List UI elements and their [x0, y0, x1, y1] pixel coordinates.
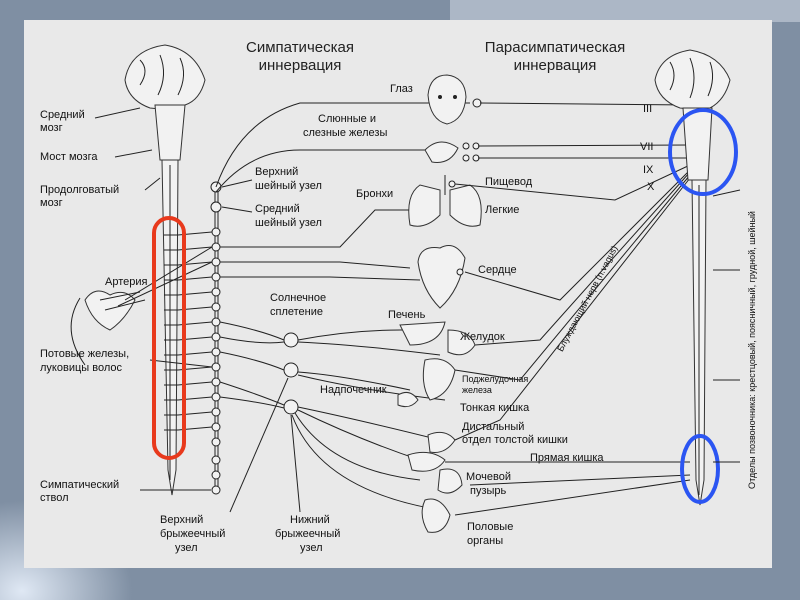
- label-sup-cervical-2: шейный узел: [255, 180, 322, 192]
- artery-illustration: [84, 290, 146, 331]
- label-sweat-glands-2: луковицы волос: [40, 362, 122, 374]
- chain-ganglia: [210, 181, 222, 495]
- cardiac-ganglion: [456, 268, 464, 276]
- label-cranial-III: III: [643, 103, 652, 115]
- label-sympathetic-trunk-2: ствол: [40, 492, 69, 504]
- eye-head-illustration: [427, 74, 467, 125]
- label-genitals-2: органы: [467, 535, 503, 547]
- title-parasympathetic-line1: Парасимпатическая: [485, 39, 625, 56]
- right-spinal-cord: [691, 179, 707, 506]
- label-distal-colon-2: отдел толстой кишки: [462, 434, 568, 446]
- parasympathetic-fibers: [454, 102, 691, 516]
- label-midbrain-1: Средний: [40, 109, 85, 121]
- red-highlight-ellipse: [152, 216, 186, 460]
- rectum-illustration: [407, 451, 446, 472]
- liver-stomach-illustration: [399, 321, 476, 356]
- label-cranial-VII: VII: [640, 141, 653, 153]
- pointer-sup-cervical: [221, 179, 253, 188]
- fiber-to-artery: [124, 246, 213, 301]
- label-glands-1: Слюнные и: [318, 113, 376, 125]
- label-celiac-2: сплетение: [270, 306, 323, 318]
- label-small-intestine: Тонкая кишка: [460, 402, 530, 414]
- pointer-midbrain: [94, 107, 141, 119]
- label-sweat-glands-1: Потовые железы,: [40, 348, 129, 360]
- title-sympathetic-line2: иннервация: [259, 57, 342, 74]
- label-pons: Мост мозга: [40, 151, 98, 163]
- label-artery: Артерия: [105, 276, 148, 288]
- label-inf-mesenteric-3: узел: [300, 542, 323, 554]
- ciliary-ganglion: [472, 98, 482, 108]
- blue-highlight-sacral: [680, 434, 720, 504]
- fibers-to-prevertebral: [219, 321, 285, 409]
- label-cranial-IX: IX: [643, 164, 654, 176]
- label-bladder-1: Мочевой: [466, 471, 511, 483]
- title-sympathetic-line1: Симпатическая: [246, 39, 354, 56]
- left-spinal-cord: [161, 159, 179, 496]
- pointer-medulla: [144, 177, 161, 191]
- spine-section-arrows: [712, 189, 741, 463]
- label-liver: Печень: [388, 309, 426, 321]
- title-parasympathetic-line2: иннервация: [514, 57, 597, 74]
- label-medulla-1: Продолговатый: [40, 184, 119, 196]
- pointer-sup-mesenteric: [229, 377, 289, 513]
- label-sympathetic-trunk-1: Симпатический: [40, 479, 119, 491]
- prevertebral-ganglia: [283, 332, 299, 415]
- label-celiac-1: Солнечное: [270, 292, 326, 304]
- label-heart: Сердце: [478, 264, 517, 276]
- label-mid-cervical-2: шейный узел: [255, 217, 322, 229]
- pointer-mid-cervical: [221, 206, 253, 213]
- label-sup-mesenteric-3: узел: [175, 542, 198, 554]
- pulmonary-ganglion: [448, 180, 456, 188]
- label-inf-mesenteric-2: брыжеечный: [275, 528, 340, 540]
- label-pancreas-2: железа: [462, 385, 492, 395]
- pointer-pons: [114, 149, 153, 158]
- label-stomach: Желудок: [460, 331, 505, 343]
- genitals-illustration: [421, 498, 451, 533]
- label-bladder-2: пузырь: [470, 485, 507, 497]
- fiber-to-sweat: [149, 359, 213, 368]
- label-adrenal: Надпочечник: [320, 384, 387, 396]
- label-mid-cervical-1: Средний: [255, 203, 300, 215]
- heart-illustration: [417, 245, 466, 309]
- fiber-to-artery-2: [117, 261, 213, 307]
- label-spine-sections: Отделы позвоночника: крестцовый, пояснич…: [747, 211, 757, 489]
- sympathetic-fibers-to-organs: [215, 102, 470, 511]
- colon-illustration: [427, 431, 456, 453]
- label-genitals-1: Половые: [467, 521, 513, 533]
- label-esophagus: Пищевод: [485, 176, 533, 188]
- bladder-illustration: [437, 468, 463, 494]
- label-cranial-X: X: [647, 181, 655, 193]
- label-lungs: Легкие: [485, 204, 519, 216]
- label-glands-2: слезные железы: [303, 127, 387, 139]
- label-sup-mesenteric-1: Верхний: [160, 514, 203, 526]
- label-sup-cervical-1: Верхний: [255, 166, 298, 178]
- label-pancreas-1: Поджелудочная: [462, 374, 528, 384]
- right-brain-illustration: [654, 49, 731, 181]
- label-midbrain-2: мозг: [40, 122, 63, 134]
- label-bronchi: Бронхи: [356, 188, 393, 200]
- label-inf-mesenteric-1: Нижний: [290, 514, 330, 526]
- left-brain-illustration: [124, 44, 206, 161]
- label-vagus-nerve: Блуждающий нерв (n.vagus): [555, 244, 619, 353]
- artery-curve: [70, 297, 86, 366]
- spinal-segment-ticks: [164, 234, 178, 431]
- blue-highlight-brainstem: [668, 108, 738, 196]
- label-medulla-2: мозг: [40, 197, 63, 209]
- label-eye: Глаз: [390, 83, 413, 95]
- lungs-illustration: [408, 175, 482, 227]
- pointer-inf-mesenteric: [290, 414, 301, 513]
- label-rectum: Прямая кишка: [530, 452, 604, 464]
- intestine-illustration: [397, 358, 456, 408]
- glands-illustration: [424, 141, 480, 163]
- label-sup-mesenteric-2: брыжеечный: [160, 528, 225, 540]
